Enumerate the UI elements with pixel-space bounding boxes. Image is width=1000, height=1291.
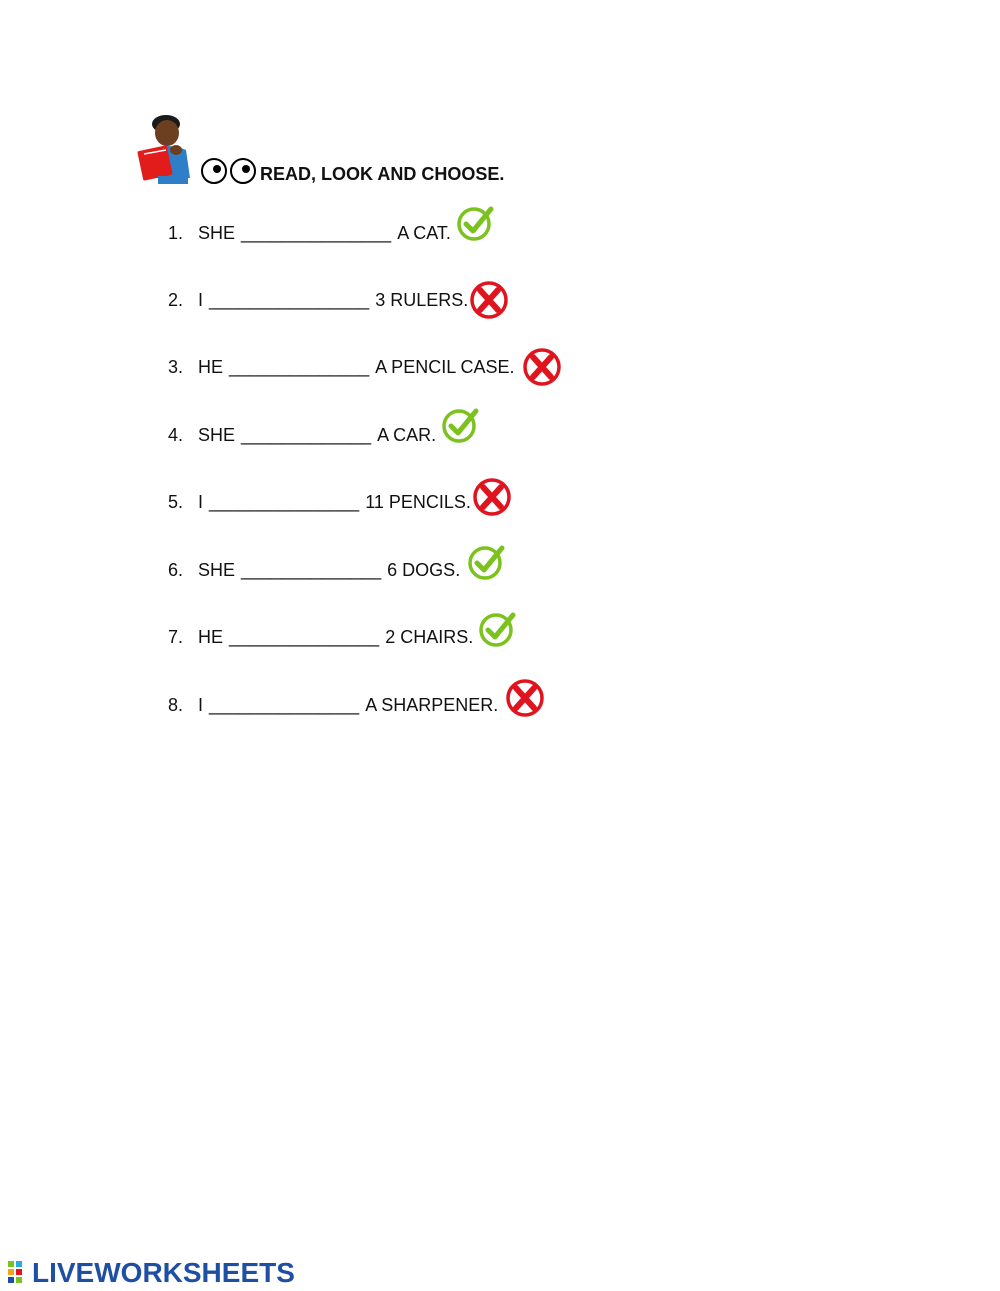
worksheet-header: READ, LOOK AND CHOOSE. (136, 112, 636, 192)
item-object: 2 CHAIRS. (385, 626, 474, 647)
item-number: 8. (168, 694, 184, 715)
answer-blank[interactable]: _____________ (241, 424, 372, 445)
cross-circle-icon (506, 679, 544, 717)
item-number: 4. (168, 424, 184, 445)
item-subject: HE (198, 626, 224, 647)
answer-blank[interactable]: _______________ (209, 491, 360, 512)
item-object: 11 PENCILS. (365, 491, 471, 512)
item-number: 3. (168, 356, 184, 377)
item-number: 7. (168, 626, 184, 647)
item-object: 6 DOGS. (387, 559, 461, 580)
sentence-item: 6. SHE ______________ 6 DOGS. (168, 545, 506, 590)
item-subject: HE (198, 356, 224, 377)
item-subject: I (198, 491, 204, 512)
check-circle-icon (457, 206, 494, 241)
item-subject: SHE (198, 424, 236, 445)
item-object: A PENCIL CASE. (375, 356, 515, 377)
brand-name: LIVEWORKSHEETS (32, 1257, 295, 1288)
item-object: A CAT. (397, 222, 451, 243)
sentence-item: 8. I _______________ A SHARPENER. (168, 679, 546, 725)
answer-blank[interactable]: _______________ (229, 626, 380, 647)
item-number: 2. (168, 289, 184, 310)
eyes-icon (201, 158, 256, 184)
item-object: A CAR. (377, 424, 437, 445)
item-number: 5. (168, 491, 184, 512)
item-object: 3 RULERS. (375, 289, 469, 310)
cross-circle-icon (473, 478, 511, 516)
answer-blank[interactable]: ______________ (241, 559, 382, 580)
item-number: 1. (168, 222, 184, 243)
item-subject: I (198, 289, 204, 310)
item-subject: SHE (198, 222, 236, 243)
footer-logo[interactable]: LIVEWORKSHEETS (8, 1257, 295, 1288)
liveworksheets-logo-icon (8, 1261, 22, 1283)
sentence-item: 7. HE _______________ 2 CHAIRS. (168, 612, 517, 657)
item-subject: I (198, 694, 204, 715)
boy-reading-icon (137, 115, 190, 184)
check-circle-icon (468, 545, 505, 580)
cross-circle-icon (522, 348, 561, 386)
answer-blank[interactable]: _______________ (209, 694, 360, 715)
item-object: A SHARPENER. (365, 694, 499, 715)
instruction-title: READ, LOOK AND CHOOSE. (260, 164, 505, 184)
sentence-item: 5. I _______________ 11 PENCILS. (168, 478, 513, 522)
check-circle-icon (442, 408, 479, 443)
item-number: 6. (168, 559, 184, 580)
sentence-item: 1. SHE _______________ A CAT. (168, 206, 495, 253)
answer-blank[interactable]: ______________ (229, 356, 370, 377)
cross-circle-icon (470, 281, 508, 319)
sentence-item: 4. SHE _____________ A CAR. (168, 408, 480, 455)
sentence-item: 2. I ________________ 3 RULERS. (168, 280, 510, 320)
answer-blank[interactable]: _______________ (241, 222, 392, 243)
item-subject: SHE (198, 559, 236, 580)
check-circle-icon (479, 612, 516, 647)
answer-blank[interactable]: ________________ (209, 289, 370, 310)
sentence-item: 3. HE ______________ A PENCIL CASE. (168, 347, 563, 387)
